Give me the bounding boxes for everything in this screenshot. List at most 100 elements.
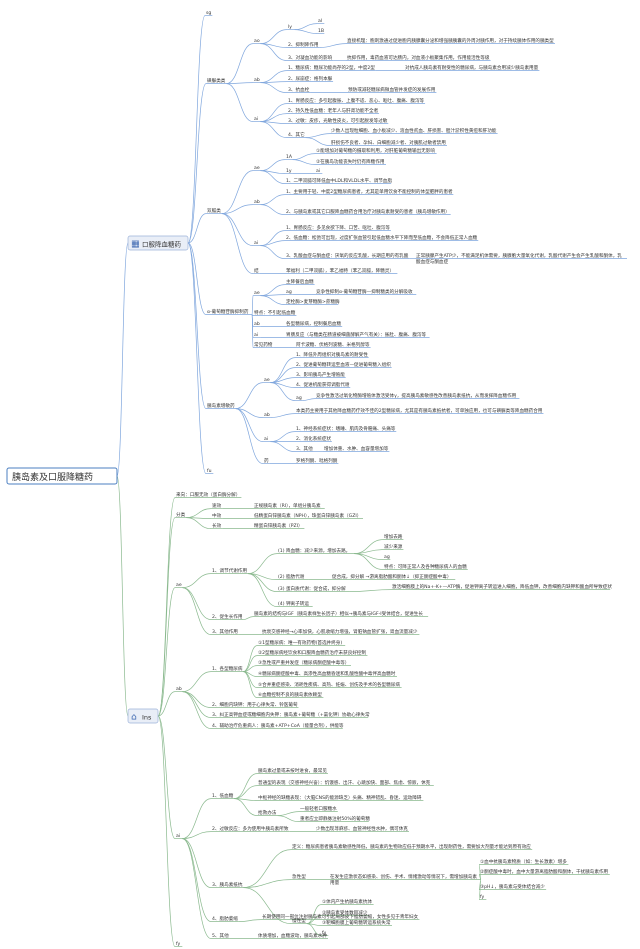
node-b-ai3b2[interactable]: ②酮症酸中毒时，血中大量游离脂肪酸和酮体，干扰胰岛素作用 (480, 868, 609, 875)
node-b-ai3c2[interactable]: ②胰岛素受体数目减少 (322, 909, 368, 916)
node-t-sg2[interactable]: 双胍类 (207, 207, 221, 214)
node-b-ai4d[interactable]: 长期使用同一部位注射胰岛素可引起局部皮下脂肪萎缩，女性多见于青年妇女 (262, 913, 419, 920)
node-b-ai3b4[interactable]: fy (480, 894, 485, 900)
node-b-sl[interactable]: 来向：口服无效（蛋白酶分解） (176, 491, 240, 498)
node-b-ab1c[interactable]: ③急性或严重并发症（糖尿病酮症酸中毒等） (258, 659, 349, 666)
node-t-ys-b3[interactable]: 3、抗血栓 (288, 86, 310, 93)
node-b-ai1c[interactable]: 中枢神经的缺糖表现：（大脑CNS的能源缺乏）头痛、精神错乱、昏迷、运动障碍 (258, 794, 422, 801)
node-t-sg2-d1[interactable]: 苯福利（二甲双胍），苯乙福特（苯乙双胍，降糖灵） (286, 267, 394, 274)
node-b-ai2d[interactable]: 少数出现荨麻疹、血管神经性水肿，偶可休克 (316, 825, 408, 832)
node-b-ai1d2[interactable]: 重者应立即静脉注射50%的葡萄糖 (300, 815, 370, 822)
node-t-sg2-a3[interactable]: 1、二甲双胍可降低血中LDL和VLDL水平、调节血脂 (286, 177, 392, 184)
node-b-ae1d[interactable]: (4) 钾离子转运 (278, 600, 309, 607)
node-b-fl[interactable]: 分类 (176, 511, 186, 518)
node-b-ai4[interactable]: 4、脂肪萎缩 (212, 915, 238, 922)
node-t-sg2-a[interactable]: ae (254, 166, 260, 171)
node-t-sg2-c1[interactable]: 1、胃肠反应：多见食欲下降、口苦、呕吐、腹泻等 (286, 224, 390, 231)
node-t-sg2-c3d[interactable]: 正常胰腺产生ATP少，不能满足机体需要，胰腺胞大量氧化代谢，乳酸代谢产生会产生乳… (416, 252, 622, 265)
node-t-ys-a3[interactable]: 3、对凝血功能的影响 (288, 54, 333, 61)
node-t-ys-a1a[interactable]: al (318, 18, 322, 24)
node-b-ae1a4[interactable]: 特点：可降正常人及各种糖尿病人的血糖 (384, 563, 467, 570)
node-b-ae3d[interactable]: 抗衰交感神经→心率加快，心肌收缩力增强，肾脏钠血管扩张，肾血流量减少 (262, 628, 418, 635)
node-t-ag-a2[interactable]: ag (286, 290, 292, 295)
node-b-ab1e[interactable]: ⑤合并重症感染、消耗性疾病、高热、妊娠、创伤及手术的各型糖尿病 (258, 681, 400, 688)
node-t-ys-a2d[interactable]: 直接机理：胞刺激通过促进胞内胰腺囊分泌和增强胰胰囊的外周对胰作用，对于持续胰体作… (347, 37, 554, 44)
node-b-ai1d[interactable]: 抢救办法 (258, 809, 277, 816)
node-b-ai1a[interactable]: 胰岛素过量或未按时进食，最常见 (258, 767, 327, 774)
node-b-ai5[interactable]: 5、其他 (212, 932, 229, 939)
node-t-ir-c2[interactable]: 2、消化系统症状 (296, 435, 331, 442)
node-t-ag-d[interactable]: ai (254, 332, 258, 338)
node-b-ae1bd[interactable]: 促合成，抑分解 →游离脂肪酸和酮体↓（抑正酮症酸中毒） (332, 573, 451, 580)
node-t-ag-c1[interactable]: 各型糖尿病，控制餐后血糖 (286, 320, 342, 327)
node-t-ys-a1[interactable]: ly (288, 24, 292, 30)
node-b-ai3b1[interactable]: ①血中抗胰岛素物质（如：生长激素）增多 (480, 858, 567, 865)
node-b-ab1b[interactable]: ②2型糖尿病经饮食和口服降血糖药治疗未获良好控制 (258, 649, 367, 656)
node-b-ab1f[interactable]: ⑥血糖控制不良的胰岛素依赖型 (258, 691, 322, 698)
node-t-ir-a2[interactable]: 2、促进葡萄糖转运至血液—促进葡萄糖入组织 (296, 361, 391, 368)
node-b-ae1b[interactable]: (2) 脂肪代谢 (278, 573, 305, 580)
node-t-sg2-c[interactable]: ai (254, 240, 258, 246)
node-b-ae1a1[interactable]: 增加去路 (384, 533, 403, 540)
node-t-sg3[interactable]: fu (207, 468, 212, 474)
node-b-ai3c1[interactable]: ①体内产生抗胰岛素抗体 (322, 898, 372, 905)
branch-oral-drugs[interactable] (127, 235, 189, 251)
node-b-ae1cd[interactable]: 激活细胞膜上的Na+-K+—ATP酶，促进钾离子转运进入细胞，降低血钾，改善细胞… (392, 583, 612, 590)
node-t-ag-a[interactable]: ae (254, 291, 260, 296)
node-t-sg2-a1a[interactable]: ①能增加对葡萄糖的摄取和利用，对肝脏葡萄糖输出无影响 (316, 147, 435, 154)
node-b-ab1a[interactable]: ①1型糖尿病：唯一有效药物(首选并终身) (258, 639, 342, 646)
node-t-ys-b1[interactable]: 1、糖尿病：糖尿功能尚存的2型，中度2型 (288, 64, 375, 71)
node-t-ys-c4b[interactable]: 肝损伤不良者、孕妇、白细胞减少者、对胰肌过敏者禁用 (331, 139, 446, 146)
node-t-sg2-a2[interactable]: 1y (286, 168, 292, 174)
node-b-ai3bd[interactable]: 在发生应激状态如感染、创伤、手术、情绪激动等情况下，需增加胰岛素用量 (330, 873, 477, 886)
node-b-ae[interactable]: ae (176, 583, 182, 588)
node-t-sg2-d[interactable]: 结 (254, 267, 259, 274)
node-t-ir-a3[interactable]: 3、影响胰岛产生增殖能 (296, 371, 345, 378)
node-t-ag-a1[interactable]: 主降餐后血糖 (286, 278, 314, 285)
node-b-ai1b[interactable]: 普通型的表现（交感神经兴奋）：饥饿感、出汗、心跳加快、面部、焦虑、惊厥，休克 (258, 779, 431, 786)
node-b-ai2[interactable]: 2、过敏反应：多为使用牛胰岛素所致 (212, 825, 289, 832)
node-b-ae1a3[interactable]: ag (384, 555, 390, 560)
node-t-sg2-a1[interactable]: 1A (286, 154, 293, 160)
node-t-ir-c3[interactable]: 3、其他 (296, 445, 313, 452)
node-b-fy[interactable]: fy (176, 941, 181, 947)
node-t-ag-a3[interactable]: 定栓酶>麦芽糖酶>蔗糖酶 (286, 298, 340, 305)
node-b-ae1a[interactable]: (1) 降血糖：减少来源，增加去路。 (278, 547, 350, 554)
node-t-ys[interactable]: 磺脲类类 (207, 77, 226, 84)
branch-insulin[interactable] (127, 708, 159, 724)
node-t-ys-c4a[interactable]: 少数人出现粒细胞、血小板减少、溶血性贫血、肝损害、胆汁淤积性黄疸和肝功能 (331, 127, 497, 134)
node-t-ir-a4[interactable]: 4、促进机能获得调脂代谢 (296, 381, 350, 388)
node-b-ae1a2[interactable]: 减少来源 (384, 543, 403, 550)
node-t-ag-c[interactable]: ab (254, 321, 260, 327)
node-t-ys-c4[interactable]: 4、其它 (288, 131, 305, 138)
node-t-ir-a5d[interactable]: 竞争性激活过氧化物酶增殖体激活受体γ，提高胰岛素敏感性改善胰岛素抵抗，从而发挥降… (316, 392, 517, 399)
node-t-sg2-a1b[interactable]: ②在胰岛功能丧失时仍有降糖作用 (316, 158, 385, 165)
node-b-ai3c4[interactable]: fy (322, 930, 327, 936)
node-t-sg2-b1[interactable]: 1、主要用于轻、中度2型糖尿病患者，尤其是单用饮食不能控制的体型肥胖的患者 (286, 188, 453, 195)
node-t-ir-a1[interactable]: 1、降低外周组织对胰岛素的耐受性 (296, 351, 368, 358)
root-node-box[interactable] (6, 467, 118, 485)
node-t-ys-b3d[interactable]: 预防或减轻糖尿病微血管并发症的发展作用 (348, 86, 436, 93)
node-t-ys-b1d[interactable]: 对抗成人胰岛素有耐受性的糖尿病，与胰岛素合用减少胰岛素用量 (405, 64, 539, 71)
node-t-ir-a5[interactable]: ag (296, 396, 302, 401)
node-t-ys-c2[interactable]: 2、持久性低血糖：老年人与肝肾功能不全者 (288, 107, 379, 114)
node-t-ys-c[interactable]: ai (254, 116, 258, 122)
node-t-ag[interactable]: α-葡萄糖苷酶抑制药 (207, 308, 249, 315)
node-t-sg2-a2a[interactable]: ai (316, 168, 320, 174)
node-b-ae3[interactable]: 3、其他作用 (212, 628, 238, 635)
node-t-sg2-c2[interactable]: 2、低血糖：松弛可出现，过度扩张血管引起低血糖水平下降而至低血糖，不会降低正常人… (286, 234, 478, 241)
node-t-ir-c1[interactable]: 1、神经系统症状：嗜睡、肌肉及骨骼痛、头痛等 (296, 425, 396, 432)
node-b-ae1c[interactable]: (3) 蛋白质代谢：促合成，抑分解 (278, 585, 346, 592)
node-t-ag-b[interactable]: 特点：不引起低血糖 (254, 309, 296, 316)
node-b-ae2[interactable]: 2、促生长作用 (212, 613, 243, 620)
node-t-ag-e1[interactable]: 阿卡波糖、伏格列波糖、米格列醇等 (296, 341, 370, 348)
node-t-sg2-c3[interactable]: 3、乳酸血症与酮血症：厌氧的反应乳酸，长期应用的有乳酸 (286, 252, 409, 259)
node-t-ys-a1b[interactable]: 1B (318, 28, 324, 34)
node-t-sg2-b2[interactable]: 2、与胰岛素或其它口服降血糖药合用治疗对胰岛素耐受的患者（胰岛增敏作用） (286, 208, 450, 215)
node-t-ys-c3[interactable]: 3、过敏：皮疹，光敏性皮炎，可引起脱发等过敏 (288, 117, 388, 124)
node-b-ai3b[interactable]: 急性型 (292, 873, 306, 880)
node-b-fl3[interactable]: 长效 (212, 522, 222, 529)
node-b-fl1[interactable]: 速效 (212, 502, 222, 509)
node-b-ai3b3[interactable]: ③pH↓，胰岛素与受体结合减少 (480, 883, 545, 890)
node-b-ab2[interactable]: 2、细胞内缺钾：用于心律失常、铃医葡萄 (212, 701, 298, 708)
